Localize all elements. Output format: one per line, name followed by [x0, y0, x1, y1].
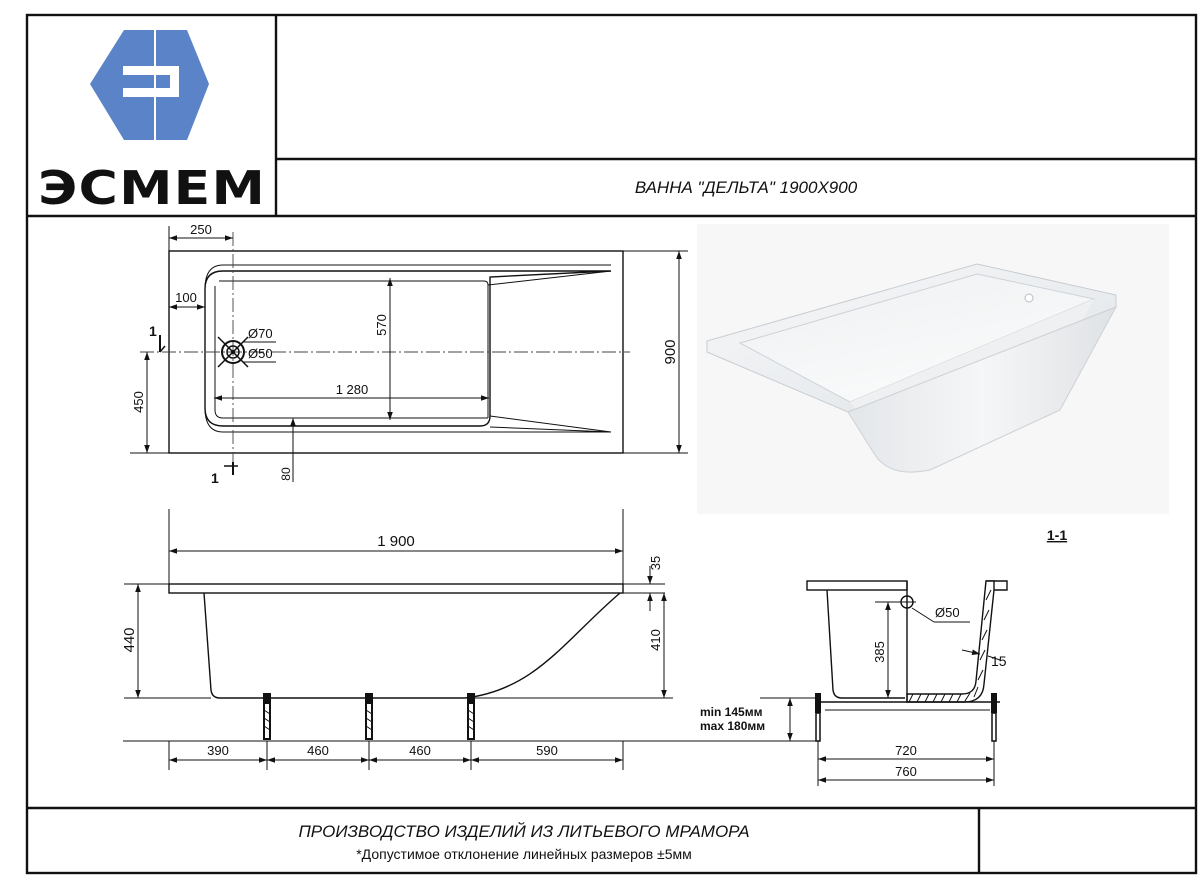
production-line: ПРОИЗВОДСТВО ИЗДЕЛИЙ ИЗ ЛИТЬЕВОГО МРАМОР…: [298, 821, 749, 841]
side-dim-390: 390: [207, 743, 229, 758]
product-title: ВАННА "ДЕЛЬТА" 1900Х900: [635, 178, 858, 197]
plan-dim-450: 450: [131, 391, 146, 413]
logo-emblem-icon: [90, 30, 209, 140]
side-dim-35: 35: [648, 556, 663, 570]
side-dim-410: 410: [648, 629, 663, 651]
plan-dim-900: 900: [662, 339, 679, 364]
section-dim-720: 720: [895, 743, 917, 758]
side-dim-460b: 460: [409, 743, 431, 758]
section-dim-760: 760: [895, 764, 917, 779]
side-dim-460a: 460: [307, 743, 329, 758]
plan-view: Ø70 Ø50 250 100 570 1 280 450 900 80 1: [130, 222, 688, 486]
leg-icon: [263, 693, 271, 740]
section-dim-385: 385: [872, 641, 887, 663]
plan-dia50: Ø50: [248, 346, 273, 361]
sheet-frame: [25, 13, 1198, 875]
section-dim-15: 15: [991, 653, 1007, 669]
brand-logo: ЭСМЕМ: [38, 30, 266, 215]
side-view: 1 900 35 440 410 390 460 460 590 min 145…: [121, 509, 820, 770]
section-dia50: Ø50: [935, 605, 960, 620]
leg-icon: [467, 693, 475, 740]
section-cut-marker: 1 1: [149, 323, 238, 486]
side-dim-590: 590: [536, 743, 558, 758]
plan-dim-1280: 1 280: [336, 382, 369, 397]
leg-icon: [365, 693, 373, 740]
plan-dim-80: 80: [279, 467, 293, 481]
side-dim-440: 440: [121, 627, 138, 652]
section-view: 1-1 Ø50 385 15: [806, 527, 1067, 786]
plan-dim-100: 100: [175, 290, 197, 305]
section-label: 1-1: [1047, 527, 1067, 543]
leg-max-height: max 180мм: [700, 719, 765, 733]
tolerance-note: *Допустимое отклонение линейных размеров…: [356, 846, 692, 862]
plan-dim-570: 570: [374, 314, 389, 336]
brand-name: ЭСМЕМ: [38, 161, 266, 215]
leg-min-height: min 145мм: [700, 705, 763, 719]
svg-text:1: 1: [149, 323, 157, 339]
plan-dim-250: 250: [190, 222, 212, 237]
bathtub-3d-render: [697, 224, 1169, 514]
section-wall-hatch: [906, 580, 995, 703]
svg-text:1: 1: [211, 470, 219, 486]
side-dim-1900: 1 900: [377, 533, 415, 550]
plan-dia70: Ø70: [248, 326, 273, 341]
